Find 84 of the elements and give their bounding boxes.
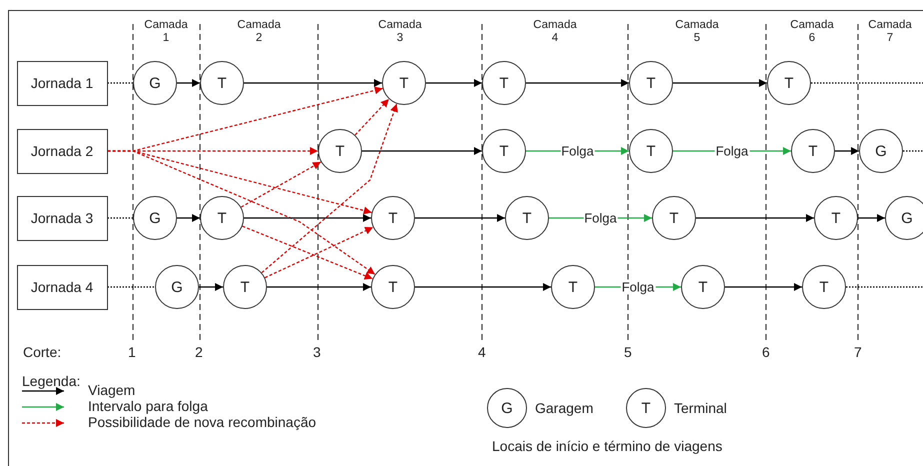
axis-label: 7 — [854, 344, 862, 360]
arrow — [244, 214, 371, 222]
label-box: Jornada 1 — [16, 60, 108, 106]
circle-node: T — [505, 196, 549, 240]
circle-node: T — [200, 61, 244, 105]
circle-node: T — [791, 129, 835, 173]
axis-label: 5 — [624, 344, 632, 360]
edge-label: Folga — [560, 144, 595, 158]
edge-label: Folga — [714, 144, 750, 158]
node-caption: Garagem — [535, 400, 594, 416]
arrow — [354, 98, 390, 136]
arrow — [177, 214, 200, 222]
circle-node: T — [767, 61, 811, 105]
axis-label: 1 — [128, 344, 136, 360]
label-box: Jornada 3 — [16, 196, 108, 240]
arrow — [261, 104, 398, 274]
edge-label: Folga — [583, 210, 618, 226]
text-label: Locais de início e término de viagens — [492, 438, 722, 454]
circle-node: T — [629, 129, 673, 173]
arrow — [362, 147, 482, 155]
arrow — [415, 214, 505, 222]
circle-node: T — [629, 61, 673, 105]
circle-node: T — [318, 129, 362, 173]
circle-node: T — [652, 196, 696, 240]
axis-label: 4 — [478, 344, 486, 360]
circle-node: G — [133, 61, 177, 105]
arrow — [673, 79, 767, 87]
arrow — [177, 79, 200, 87]
axis-label: Corte: — [23, 344, 62, 360]
column-heading: Camada 4 — [532, 19, 578, 45]
circle-node: T — [371, 265, 415, 309]
arrow — [696, 214, 814, 222]
circle-node: T — [802, 265, 846, 309]
connector-line — [108, 217, 134, 219]
node-caption: Terminal — [674, 400, 727, 416]
arrow — [415, 283, 551, 291]
axis-label: 3 — [313, 344, 321, 360]
arrow — [267, 283, 371, 291]
circle-node: T — [371, 196, 415, 240]
arrow — [835, 147, 859, 155]
arrow — [199, 283, 223, 291]
circle-node: T — [626, 388, 666, 428]
axis-label: 2 — [195, 344, 203, 360]
column-heading: Camada 3 — [377, 19, 423, 45]
connector-line — [903, 150, 923, 152]
circle-node: T — [382, 61, 426, 105]
axis-label: 6 — [762, 344, 770, 360]
circle-node: T — [200, 196, 244, 240]
connector-line — [846, 286, 923, 288]
text-label: Legenda: — [22, 373, 80, 389]
circle-node: T — [482, 129, 526, 173]
arrow — [108, 150, 376, 275]
arrow — [858, 214, 885, 222]
circle-node: G — [859, 129, 903, 173]
circle-node: T — [681, 265, 725, 309]
legend-label: Intervalo para folga — [88, 398, 208, 414]
arrow — [244, 79, 382, 87]
arrow — [264, 226, 374, 278]
column-heading: Camada 5 — [674, 19, 720, 45]
connector-line — [108, 286, 155, 288]
edge-label: Folga — [620, 280, 656, 294]
column-heading: Camada 6 — [789, 19, 835, 45]
arrow — [426, 79, 482, 87]
column-heading: Camada 7 — [867, 19, 913, 45]
connector-line — [811, 82, 923, 84]
column-heading: Camada 2 — [236, 19, 282, 45]
circle-node: T — [551, 265, 595, 309]
circle-node: G — [885, 196, 923, 240]
circle-node: G — [487, 388, 527, 428]
legend-label: Viagem — [88, 382, 136, 398]
label-box: Jornada 2 — [16, 128, 108, 174]
legend-label: Possibilidade de nova recombinação — [88, 414, 316, 430]
column-heading: Camada 1 — [143, 19, 189, 45]
circle-node: G — [155, 265, 199, 309]
label-box: Jornada 4 — [16, 264, 108, 310]
circle-node: T — [482, 61, 526, 105]
arrow — [242, 226, 373, 280]
arrow — [725, 283, 802, 291]
circle-node: G — [133, 196, 177, 240]
arrow — [240, 161, 322, 208]
arrow — [526, 79, 629, 87]
circle-node: T — [814, 196, 858, 240]
circle-node: T — [223, 265, 267, 309]
connector-line — [108, 82, 134, 84]
